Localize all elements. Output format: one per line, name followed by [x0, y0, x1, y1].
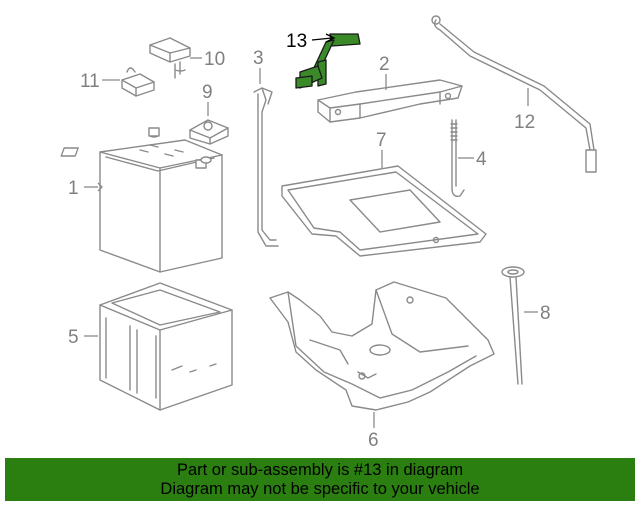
callout-1: 1 — [68, 178, 79, 199]
banner-line-2: Diagram may not be specific to your vehi… — [160, 480, 480, 498]
callout-8: 8 — [540, 303, 551, 324]
battery-tray-box-part[interactable] — [99, 282, 233, 411]
callout-5: 5 — [68, 327, 79, 348]
terminal-part-9[interactable] — [189, 119, 229, 145]
battery-part[interactable] — [60, 127, 223, 273]
hold-down-bracket-part-13[interactable] — [295, 33, 361, 89]
hold-down-rod-part-3[interactable] — [253, 87, 279, 247]
callout-9: 9 — [202, 82, 213, 103]
clip-part-11[interactable] — [121, 67, 155, 97]
callout-7: 7 — [376, 130, 387, 151]
tray-liner-part-7[interactable] — [281, 165, 487, 257]
info-banner: Part or sub-assembly is #13 in diagram D… — [5, 458, 635, 501]
callout-2: 2 — [379, 54, 390, 75]
banner-line-1: Part or sub-assembly is #13 in diagram — [176, 461, 464, 479]
j-bolt-part-4[interactable] — [450, 119, 465, 198]
callout-4: 4 — [476, 149, 487, 170]
parts-diagram: 1 5 11 10 9 3 — [60, 15, 597, 451]
callout-13: 13 — [286, 31, 307, 52]
battery-bracket-part-2[interactable] — [317, 79, 463, 123]
cable-part-12[interactable] — [431, 15, 597, 173]
callout-3: 3 — [253, 48, 264, 69]
callout-12: 12 — [514, 112, 535, 133]
rod-part-8[interactable] — [501, 266, 525, 385]
callout-10: 10 — [204, 49, 225, 70]
battery-tray-part-6[interactable] — [269, 281, 495, 411]
callout-6: 6 — [368, 430, 379, 451]
callout-11: 11 — [80, 71, 100, 92]
terminal-cover-part-10[interactable] — [149, 37, 191, 79]
